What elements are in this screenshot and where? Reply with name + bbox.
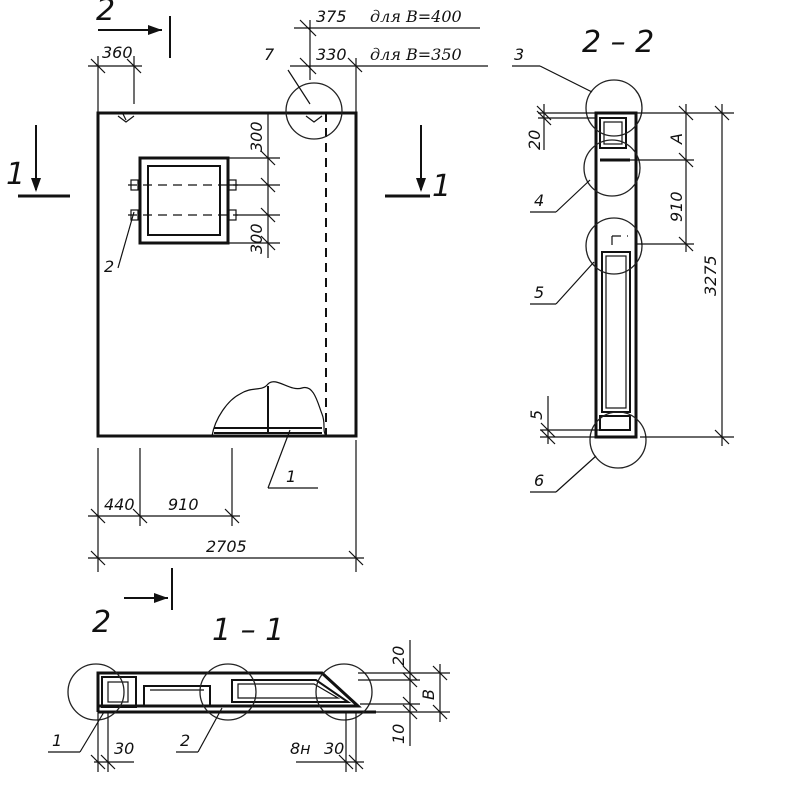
- note-b400: для В=400: [370, 7, 462, 26]
- section-marker-2-bottom: 2: [92, 568, 173, 640]
- dim-910-plan: 910: [168, 495, 199, 514]
- detail-7-mark: [305, 115, 323, 123]
- callout-1-plan: 1: [267, 429, 318, 489]
- dim-20-side: 20: [525, 130, 544, 150]
- dim-300-top: 300: [247, 121, 266, 152]
- detail-circle-7: [285, 82, 343, 140]
- section-22-dimensions: 20 А 910 3275 5: [525, 104, 734, 446]
- section-1-left-label: 1: [6, 157, 25, 192]
- dim-2705: 2705: [206, 537, 247, 556]
- section-22-view: [583, 79, 647, 469]
- section-22-title: 2 – 2: [582, 25, 654, 60]
- dim-8n: 8н: [290, 739, 311, 758]
- window-opening-inner: [147, 165, 221, 236]
- section-marker-1-right: 1: [385, 125, 451, 204]
- svg-text:5: 5: [534, 283, 544, 302]
- dim-10-bottom: 10: [389, 724, 408, 744]
- dim-3275: 3275: [701, 255, 720, 296]
- dim-30-right: 30: [324, 739, 344, 758]
- dim-330: 330: [316, 45, 347, 64]
- svg-text:3: 3: [514, 45, 524, 64]
- detail-circle-3: [585, 79, 643, 137]
- detail-circle-5: [585, 217, 643, 275]
- dim-30-left: 30: [114, 739, 134, 758]
- dim-375: 375: [316, 7, 347, 26]
- dim-A: А: [667, 133, 686, 145]
- detail-circle-4: [583, 139, 641, 197]
- top-dimensions: 375 для В=400 330 для В=350 360 7: [88, 7, 488, 113]
- detail-circle-6: [589, 411, 647, 469]
- svg-text:4: 4: [534, 191, 544, 210]
- dim-B: В: [419, 689, 438, 700]
- svg-text:6: 6: [534, 471, 544, 490]
- window-opening-outer: [138, 156, 230, 245]
- anchor-left-bottom: [130, 209, 139, 221]
- dim-20-bottom: 20: [389, 646, 408, 666]
- section-11-title: 1 – 1: [212, 613, 284, 648]
- panel-outline: [96, 111, 358, 438]
- section-1-right-label: 1: [432, 169, 451, 204]
- section-11-callouts: 1 2: [48, 707, 223, 753]
- dim-440: 440: [104, 495, 135, 514]
- plan-bottom-dimensions: 440 910 2705: [88, 440, 364, 572]
- detail-circle-2-sec: [199, 663, 257, 721]
- dim-360: 360: [102, 43, 133, 62]
- section-11-dimensions: 30 8н 30 20 10 В: [90, 640, 450, 772]
- corner-mark: [117, 111, 135, 123]
- detail-circle-8n: [315, 663, 373, 721]
- svg-text:2: 2: [180, 731, 190, 750]
- cutaway-break: [211, 381, 327, 437]
- callout-7: 7: [264, 45, 275, 64]
- anchor-left-top: [130, 179, 139, 191]
- note-b350: для В=350: [370, 45, 462, 64]
- dim-910-side: 910: [667, 191, 686, 222]
- section-2-top-label: 2: [96, 0, 115, 28]
- window-dimensions: 300 300: [228, 112, 280, 258]
- dim-300-bottom: 300: [247, 223, 266, 254]
- section-marker-1-left: 1: [6, 125, 70, 198]
- dim-5-side: 5: [527, 410, 546, 420]
- svg-text:2: 2: [104, 257, 114, 276]
- section-2-bottom-label: 2: [92, 605, 111, 640]
- section-22-callouts: 3 4 5 6: [512, 45, 597, 493]
- plan-view: [96, 82, 358, 438]
- svg-text:1: 1: [52, 731, 62, 750]
- section-11-view: [67, 663, 376, 721]
- svg-text:1: 1: [286, 467, 296, 486]
- section-marker-2-top: 2: [96, 0, 171, 58]
- callout-2-plan: 2: [104, 211, 135, 276]
- detail-circle-1-sec: [67, 663, 125, 721]
